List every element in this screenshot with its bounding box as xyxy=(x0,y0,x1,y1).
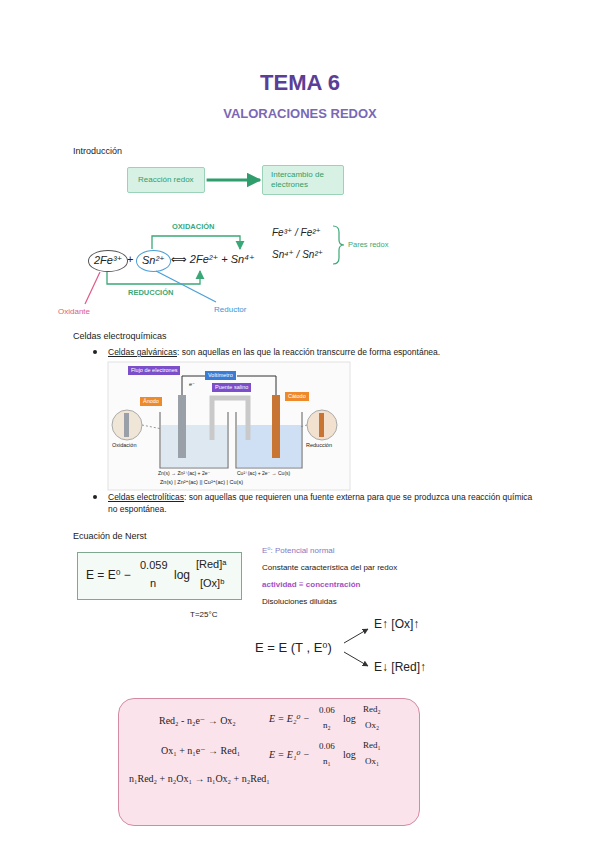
text-label: Constante característica del par redox xyxy=(262,563,397,573)
bullet xyxy=(93,350,97,354)
text-label: Oxidante xyxy=(58,307,90,317)
node-text: n₂ xyxy=(323,720,331,731)
node-text: [Red]ᵃ xyxy=(196,558,226,571)
text-label: T=25°C xyxy=(190,610,217,620)
copper-detail xyxy=(319,413,324,437)
leader-line xyxy=(156,271,216,302)
arrow xyxy=(344,652,368,666)
node-text: 2Fe³⁺ xyxy=(94,254,122,268)
zoom-circle xyxy=(112,410,142,440)
text-label: Oxidación xyxy=(112,442,136,449)
bullet xyxy=(93,495,97,499)
oxidant-circle: 2Fe³⁺ xyxy=(88,250,128,272)
text-label: Disoluciones diluidas xyxy=(262,597,337,607)
text-label: E = E (T , E⁰) xyxy=(255,640,332,656)
tag-box: Puente salino xyxy=(212,383,251,392)
node-text: log xyxy=(343,749,356,761)
text-label: Zn(s) → Zn²⁺(ac) + 2e⁻ xyxy=(158,470,210,476)
text-label: Introducción xyxy=(73,146,122,157)
brace xyxy=(333,226,344,264)
node-text: Ox₁ + n₁e⁻ → Red₁ xyxy=(161,745,240,757)
arrow xyxy=(344,629,368,643)
process-box: Intercambio de electrones xyxy=(262,165,344,195)
oxidation-bracket xyxy=(152,236,240,249)
bullet-text: Celdas electrolíticas: son aquellas que … xyxy=(108,491,533,516)
node-text: log xyxy=(174,568,190,582)
node-text: E = E₁⁰ − xyxy=(269,749,310,761)
node-text: Flujo de electrones xyxy=(131,367,177,374)
text-label: Zn(s) | Zn²⁺(ac) || Cu²⁺(ac) | Cu(s) xyxy=(160,479,243,486)
text-label: REDUCCIÓN xyxy=(128,288,173,297)
zinc-detail xyxy=(124,413,129,437)
node-text: Ánodo xyxy=(143,398,159,405)
node-text: Cátodo xyxy=(288,393,306,400)
reductant-circle: Sn²⁺ xyxy=(136,250,171,272)
text-label: Cu²⁺(ac) + 2e⁻ → Cu(s) xyxy=(237,470,290,476)
text-label: E⁰: Potencial normal xyxy=(262,546,335,556)
connector-arrow xyxy=(207,179,260,182)
node-text: n₁ xyxy=(323,756,331,767)
node-text: Puente salino xyxy=(215,384,248,391)
text-label: Ecuación de Nerst xyxy=(73,531,147,542)
tag-box: Cátodo xyxy=(285,392,309,401)
node-text: E = E₂⁰ − xyxy=(269,713,310,725)
text-label: OXIDACIÓN xyxy=(172,222,215,231)
node-text: Sn²⁺ xyxy=(142,254,165,268)
leader-line xyxy=(85,272,100,304)
zinc-electrode xyxy=(178,395,186,458)
zinc-solution xyxy=(161,425,227,467)
node-text: Red₂ xyxy=(363,704,381,715)
text-label: Celdas electroquímicas xyxy=(73,331,167,342)
text-label: VALORACIONES REDOX xyxy=(0,106,600,122)
node-text: 0.06 xyxy=(319,741,335,752)
bullet-text: Celdas electrolíticas xyxy=(108,492,184,502)
figure-frame xyxy=(108,362,350,490)
bullet-text: Celdas galvánicas xyxy=(108,347,177,357)
node-text: n xyxy=(150,577,156,590)
node-text: Red₂ - n₂e⁻ → Ox₂ xyxy=(159,715,236,727)
zoom-circle xyxy=(307,410,337,440)
node-text: Intercambio de electrones xyxy=(271,170,335,190)
node-text: Ox₂ xyxy=(365,720,379,731)
wire xyxy=(182,376,205,395)
copper-electrode xyxy=(272,395,280,458)
node-text: Ox₁ xyxy=(365,756,379,767)
text-label: E↓ [Red]↑ xyxy=(374,660,426,674)
text-label: Reducción xyxy=(306,442,332,449)
node-text: E = E⁰ − xyxy=(86,568,131,582)
text-label: actividad ≡ concentración xyxy=(262,580,360,590)
process-box: Reacción redox xyxy=(127,167,205,193)
tag-box: Voltímetro xyxy=(205,371,236,380)
text-label: E↑ [Ox]↑ xyxy=(374,617,419,631)
node-text: Reacción redox xyxy=(138,175,194,185)
beaker xyxy=(160,412,228,468)
tag-box: Flujo de electrones xyxy=(128,366,180,375)
node-text: 0.06 xyxy=(319,705,335,716)
bullet-text: : son aquellas en las que la reacción tr… xyxy=(177,347,440,357)
node-text: n₁Red₂ + n₂Ox₁ → n₁Ox₂ + n₂Red₁ xyxy=(129,773,270,785)
text-label: Sn⁴⁺ / Sn²⁺ xyxy=(272,249,323,261)
formula-box: E = E⁰ − 0.059 n log [Red]ᵃ [Ox]ᵇ xyxy=(77,552,242,600)
tag-box: Ánodo xyxy=(140,397,162,406)
text-label: Fe³⁺ / Fe²⁺ xyxy=(272,227,321,239)
summary-box: Red₂ - n₂e⁻ → Ox₂Ox₁ + n₁e⁻ → Red₁n₁Red₂… xyxy=(118,698,420,826)
text-label: e⁻ xyxy=(189,381,195,388)
salt-bridge xyxy=(212,398,248,440)
node-text: Voltímetro xyxy=(208,372,233,379)
node-text: Red₁ xyxy=(363,740,381,751)
page-title: TEMA 6 xyxy=(0,70,600,96)
reduction-bracket xyxy=(107,271,200,284)
node-text: [Ox]ᵇ xyxy=(200,577,224,590)
node-text: log xyxy=(343,713,356,725)
text-label: Pares redox xyxy=(348,240,388,249)
text-label: Reductor xyxy=(214,305,246,315)
bullet-text: Celdas galvánicas: son aquellas en las q… xyxy=(108,346,548,358)
text-label: ⟺ 2Fe²⁺ + Sn⁴⁺ xyxy=(171,253,255,266)
node-text: 0.059 xyxy=(140,559,168,572)
